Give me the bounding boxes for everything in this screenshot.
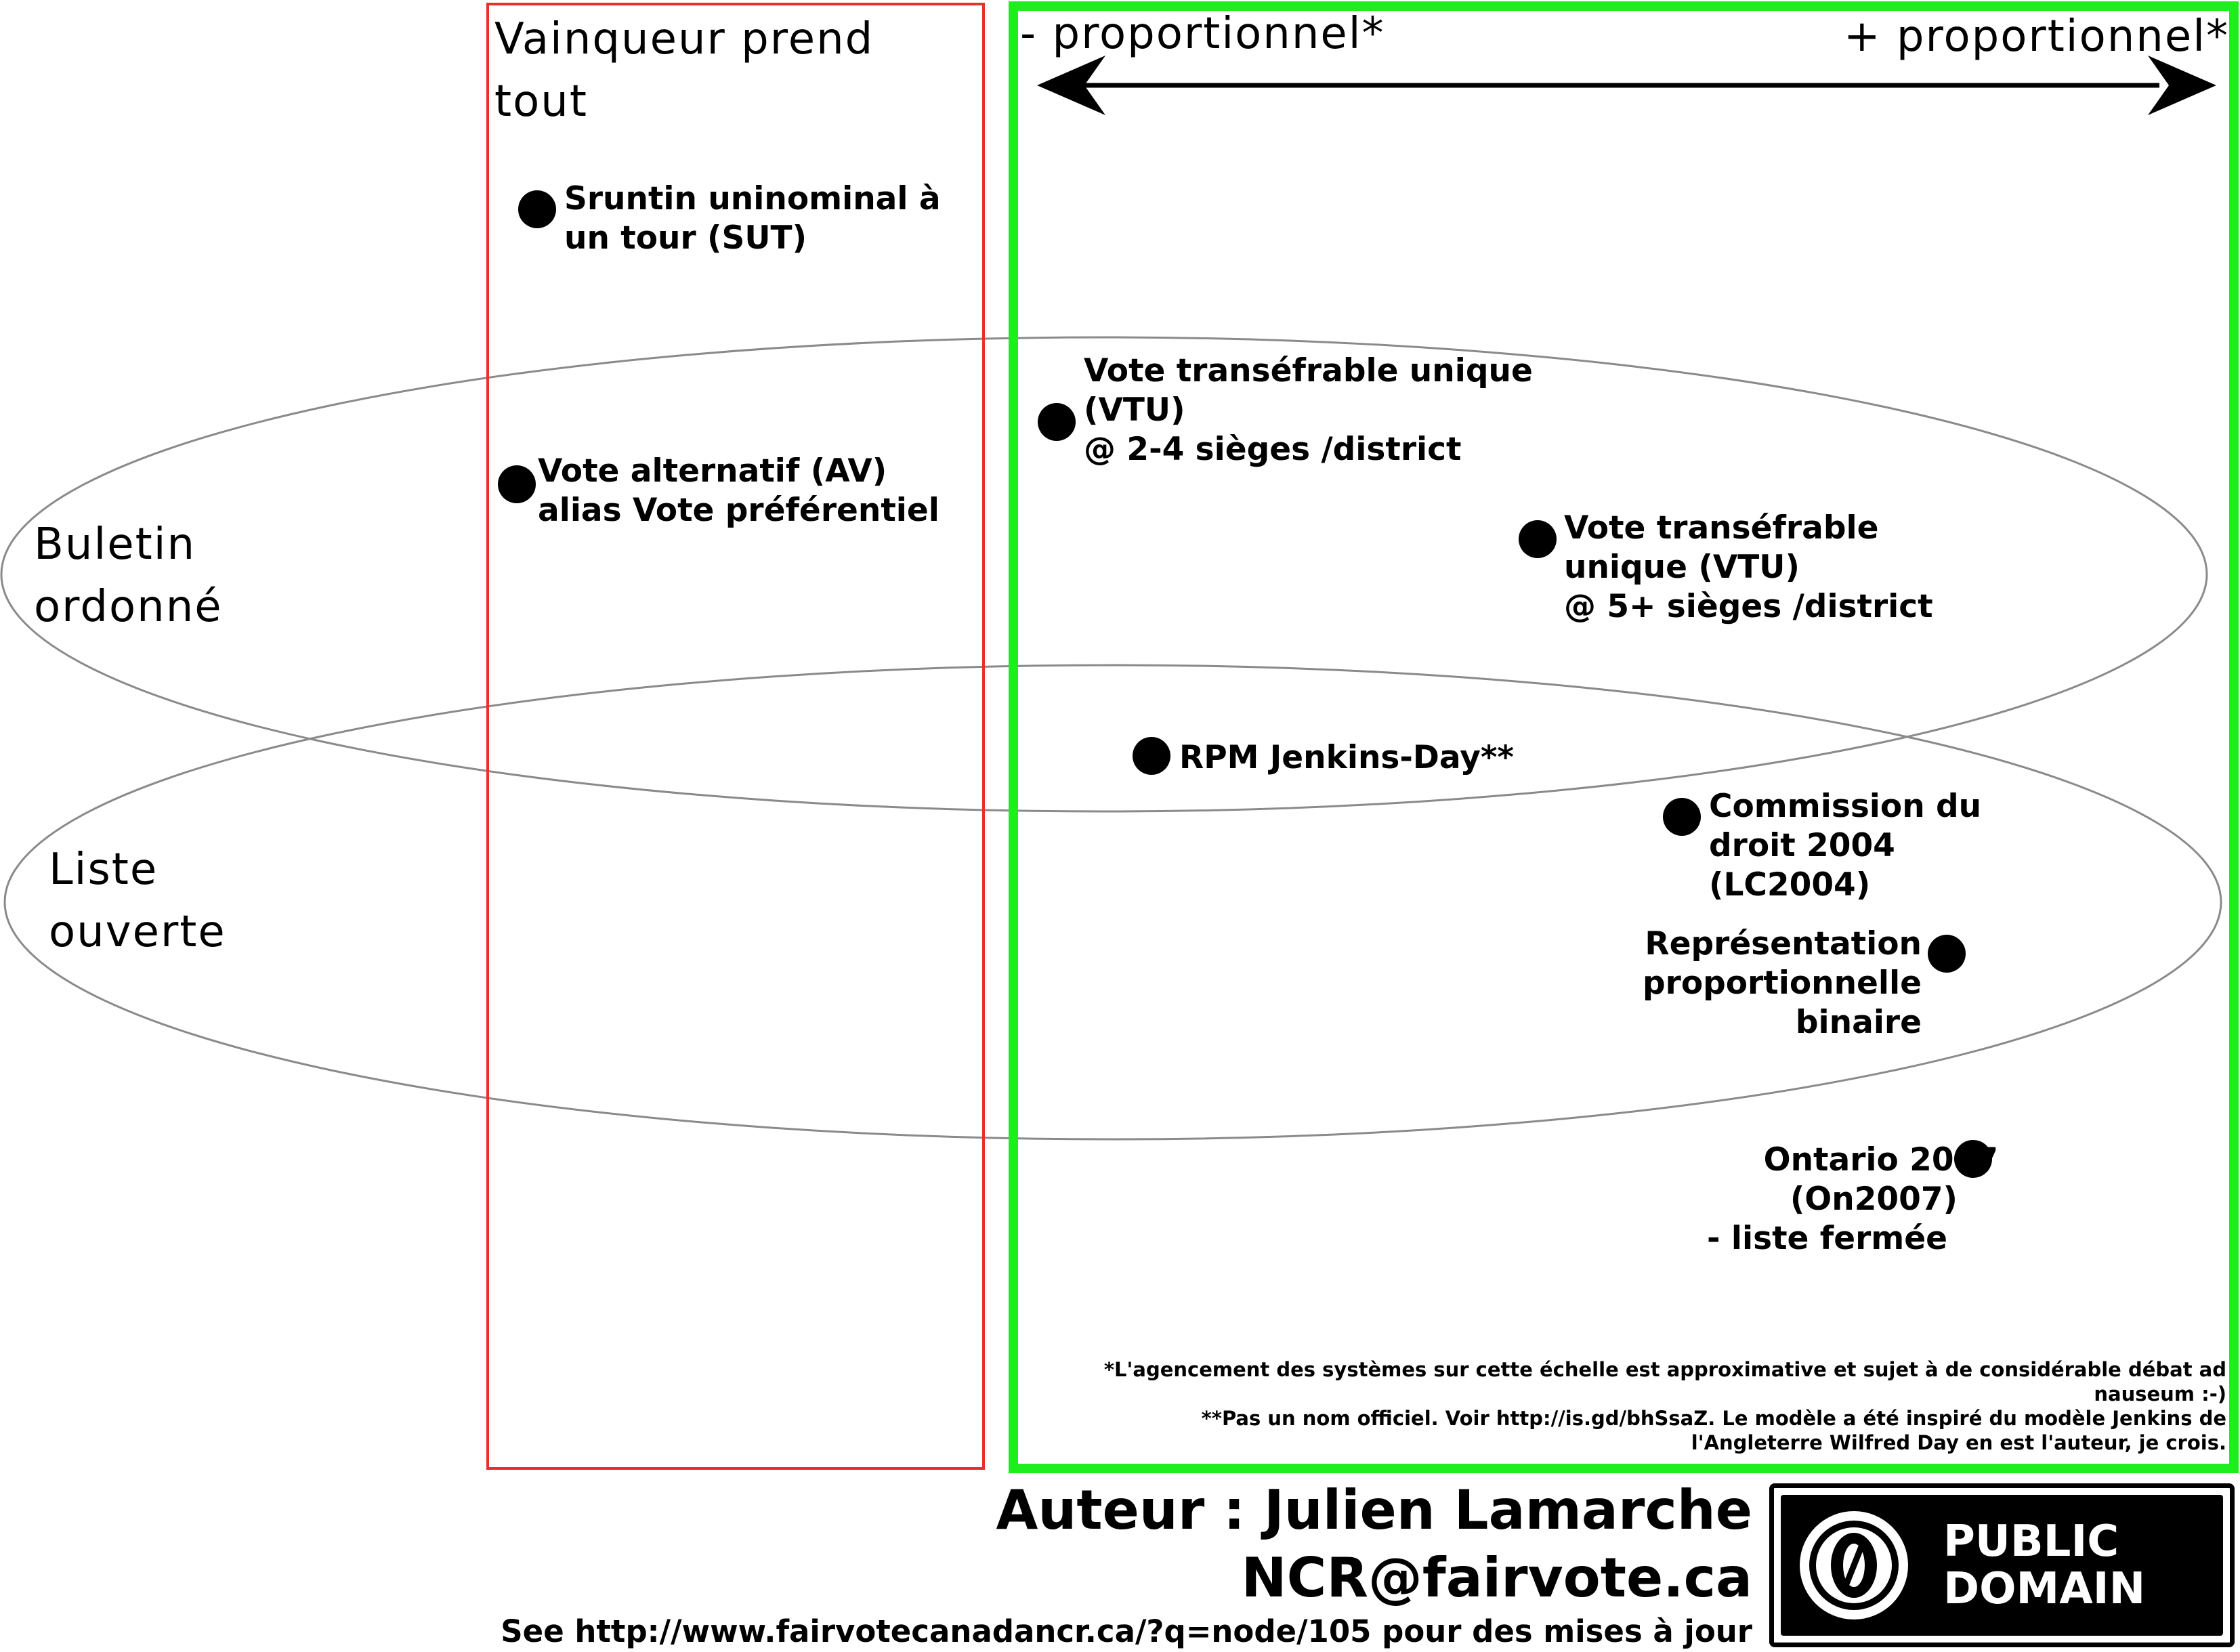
av-dot <box>498 465 536 503</box>
winner-takes-all-box <box>486 3 985 1470</box>
on2007-dot <box>1954 1140 1992 1178</box>
ranked-ballot-label: Buletin ordonné <box>34 520 223 632</box>
more-proportional-label: + proportionnel* <box>1843 12 2229 62</box>
av-label: Vote alternatif (AV) alias Vote préféren… <box>538 452 939 529</box>
proportional-box <box>1009 1 2239 1473</box>
author-credit: Auteur : Julien Lamarche <box>996 1479 1752 1542</box>
rpb-label: Représentation proportionnelle binaire <box>1643 925 1922 1041</box>
lc2004-dot <box>1663 798 1701 836</box>
cc-zero-icon <box>1800 1511 1908 1619</box>
ranked-ballot-ellipse <box>0 336 2208 813</box>
vtu-small-district-label: Vote transéfrable unique (VTU) @ 2-4 siè… <box>1084 352 1533 468</box>
arrow-right-head <box>2148 56 2216 115</box>
sut-dot <box>518 190 556 228</box>
sut-label: Sruntin uninominal à un tour (SUT) <box>564 180 941 257</box>
less-proportional-label: - proportionnel* <box>1020 9 1385 59</box>
rpm-dot <box>1133 737 1170 775</box>
author-email: NCR@fairvote.ca <box>1241 1546 1752 1609</box>
arrow-left-head <box>1037 56 1105 115</box>
rpm-label: RPM Jenkins-Day** <box>1179 739 1514 776</box>
vtu-large-district-dot <box>1519 520 1557 558</box>
winner-takes-all-title: Vainqueur prend tout <box>494 14 874 127</box>
vtu-large-district-label: Vote transéfrable unique (VTU) @ 5+ sièg… <box>1564 509 1933 625</box>
footnotes: *L'agencement des systèmes sur cette éch… <box>1103 1358 2226 1454</box>
open-list-ellipse <box>3 664 2222 1141</box>
open-list-label: Liste ouverte <box>49 845 226 957</box>
public-domain-badge: PUBLIC DOMAIN <box>1769 1483 2235 1647</box>
on2007-label: Ontario 2007 (On2007) - liste fermée <box>1707 1141 1998 1257</box>
public-domain-text: PUBLIC DOMAIN <box>1943 1517 2146 1614</box>
vtu-small-district-dot <box>1038 403 1076 441</box>
proportionality-arrow <box>1037 56 2216 115</box>
rpb-dot <box>1928 935 1966 973</box>
lc2004-label: Commission du droit 2004 (LC2004) <box>1709 788 1982 904</box>
updates-link-text: See http://www.fairvotecanadancr.ca/?q=n… <box>501 1613 1752 1649</box>
